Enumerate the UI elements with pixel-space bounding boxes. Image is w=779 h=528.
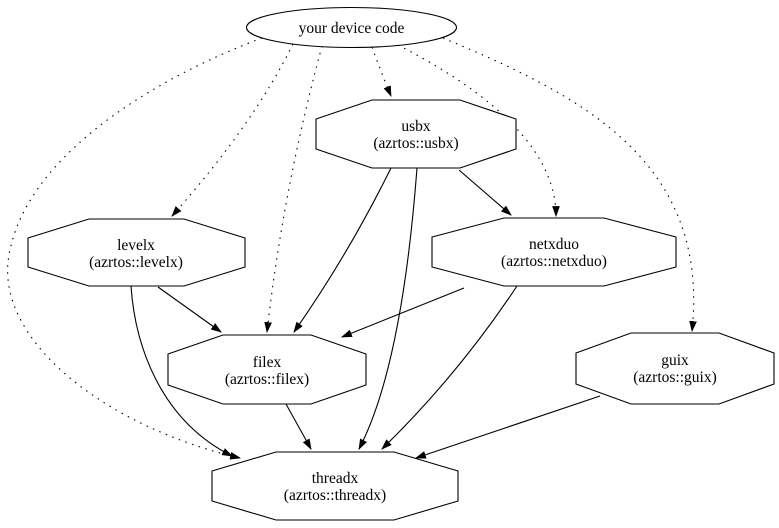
usbx-sublabel: (azrtos::usbx) [373, 135, 458, 152]
edge-device-usbx [371, 46, 392, 98]
usbx-label: usbx [401, 118, 431, 135]
levelx-octagon [27, 218, 246, 287]
edge-filex-threadx [285, 403, 312, 450]
guix-octagon [575, 332, 775, 405]
threadx-octagon [211, 451, 459, 521]
node-usbx: usbx (azrtos::usbx) [315, 99, 517, 169]
netxduo-sublabel: (azrtos::netxduo) [501, 253, 607, 270]
filex-octagon [167, 334, 367, 405]
node-netxduo: netxduo (azrtos::netxduo) [431, 217, 677, 287]
node-threadx: threadx (azrtos::threadx) [211, 451, 459, 521]
edge-netxduo-filex [340, 287, 465, 338]
threadx-sublabel: (azrtos::threadx) [284, 487, 386, 504]
edge-device-levelx [171, 43, 294, 217]
edge-device-filex [264, 45, 323, 334]
node-device: your device code [245, 6, 458, 49]
edge-levelx-filex [157, 286, 222, 333]
guix-sublabel: (azrtos::guix) [633, 369, 717, 386]
edge-usbx-netxduo [458, 169, 512, 216]
node-levelx: levelx (azrtos::levelx) [27, 218, 246, 287]
levelx-sublabel: (azrtos::levelx) [89, 254, 183, 271]
edge-netxduo-threadx [381, 285, 518, 450]
device-label: your device code [299, 20, 405, 37]
levelx-label: levelx [117, 237, 155, 254]
node-guix: guix (azrtos::guix) [575, 332, 775, 405]
netxduo-label: netxduo [529, 236, 579, 253]
filex-sublabel: (azrtos::filex) [225, 371, 309, 388]
edge-guix-threadx [414, 395, 601, 459]
usbx-octagon [315, 99, 517, 169]
edge-levelx-threadx [130, 285, 233, 457]
guix-label: guix [661, 352, 689, 369]
edge-usbx-filex [293, 167, 392, 333]
node-filex: filex (azrtos::filex) [167, 334, 367, 405]
threadx-label: threadx [312, 470, 359, 487]
device-ellipse [245, 6, 458, 49]
netxduo-octagon [431, 217, 677, 287]
edge-device-guix [442, 37, 697, 333]
edge-usbx-threadx [358, 167, 418, 450]
filex-label: filex [253, 354, 282, 371]
